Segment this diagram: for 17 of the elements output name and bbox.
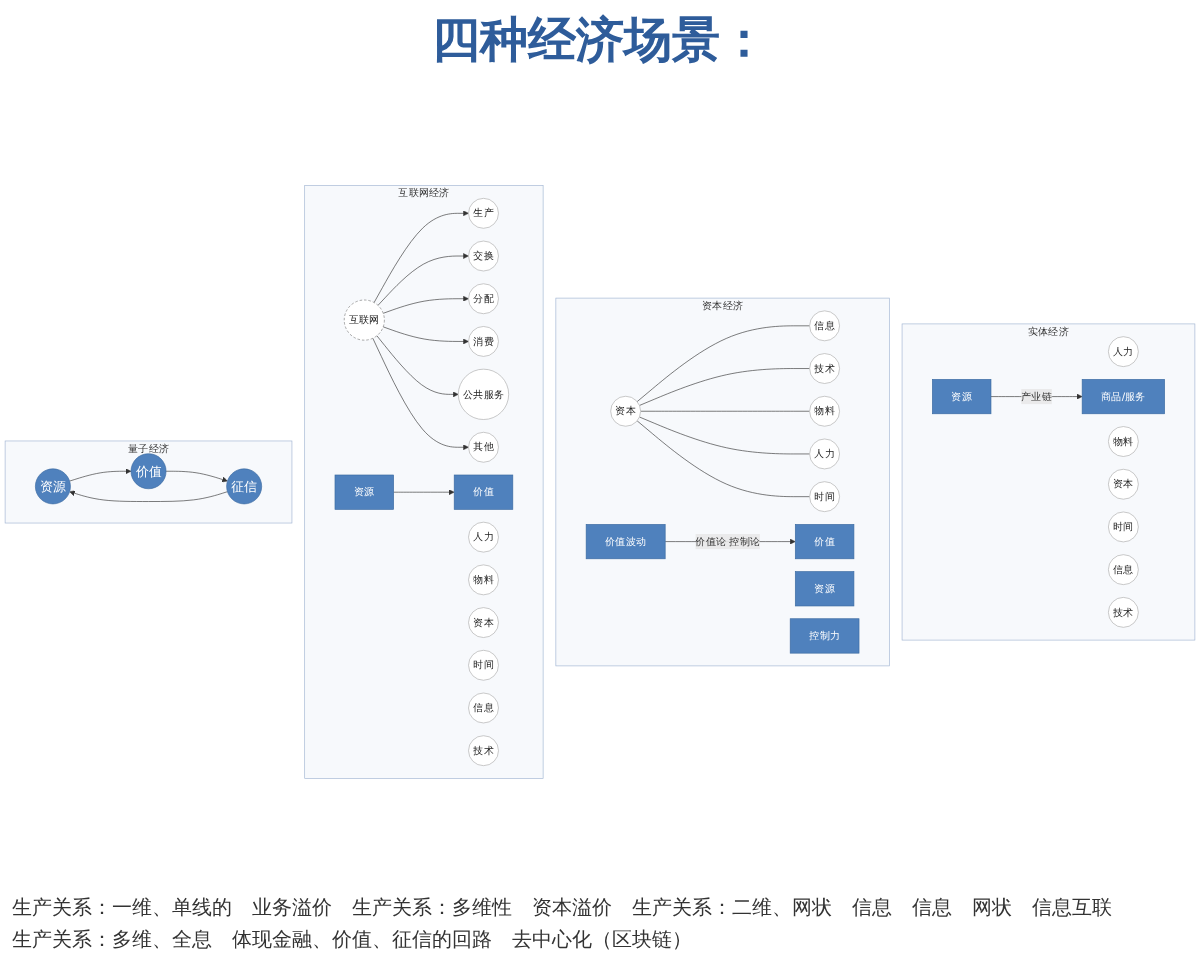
title: 四种经济场景： (430, 10, 770, 72)
note-text: 资本溢价 (532, 895, 612, 922)
connector (639, 416, 810, 455)
connector (639, 368, 810, 406)
note-text: 信息 (852, 895, 892, 922)
connector (636, 420, 810, 497)
note-text: 网状 (972, 895, 1012, 922)
note-text: 业务溢价 (252, 895, 332, 922)
note-text: 去中心化（区块链） (512, 927, 692, 954)
note-text: 信息互联 (1032, 895, 1112, 922)
note-text: 生产关系：一维、单线的 (12, 895, 232, 922)
connector (636, 325, 810, 402)
note-text: 体现金融、价值、征信的回路 (232, 927, 492, 954)
note-text: 生产关系：多维性 (352, 895, 512, 922)
note-text: 生产关系：二维、网状 (632, 895, 832, 922)
note-text: 信息 (912, 895, 952, 922)
note-text: 生产关系：多维、全息 (12, 927, 212, 954)
